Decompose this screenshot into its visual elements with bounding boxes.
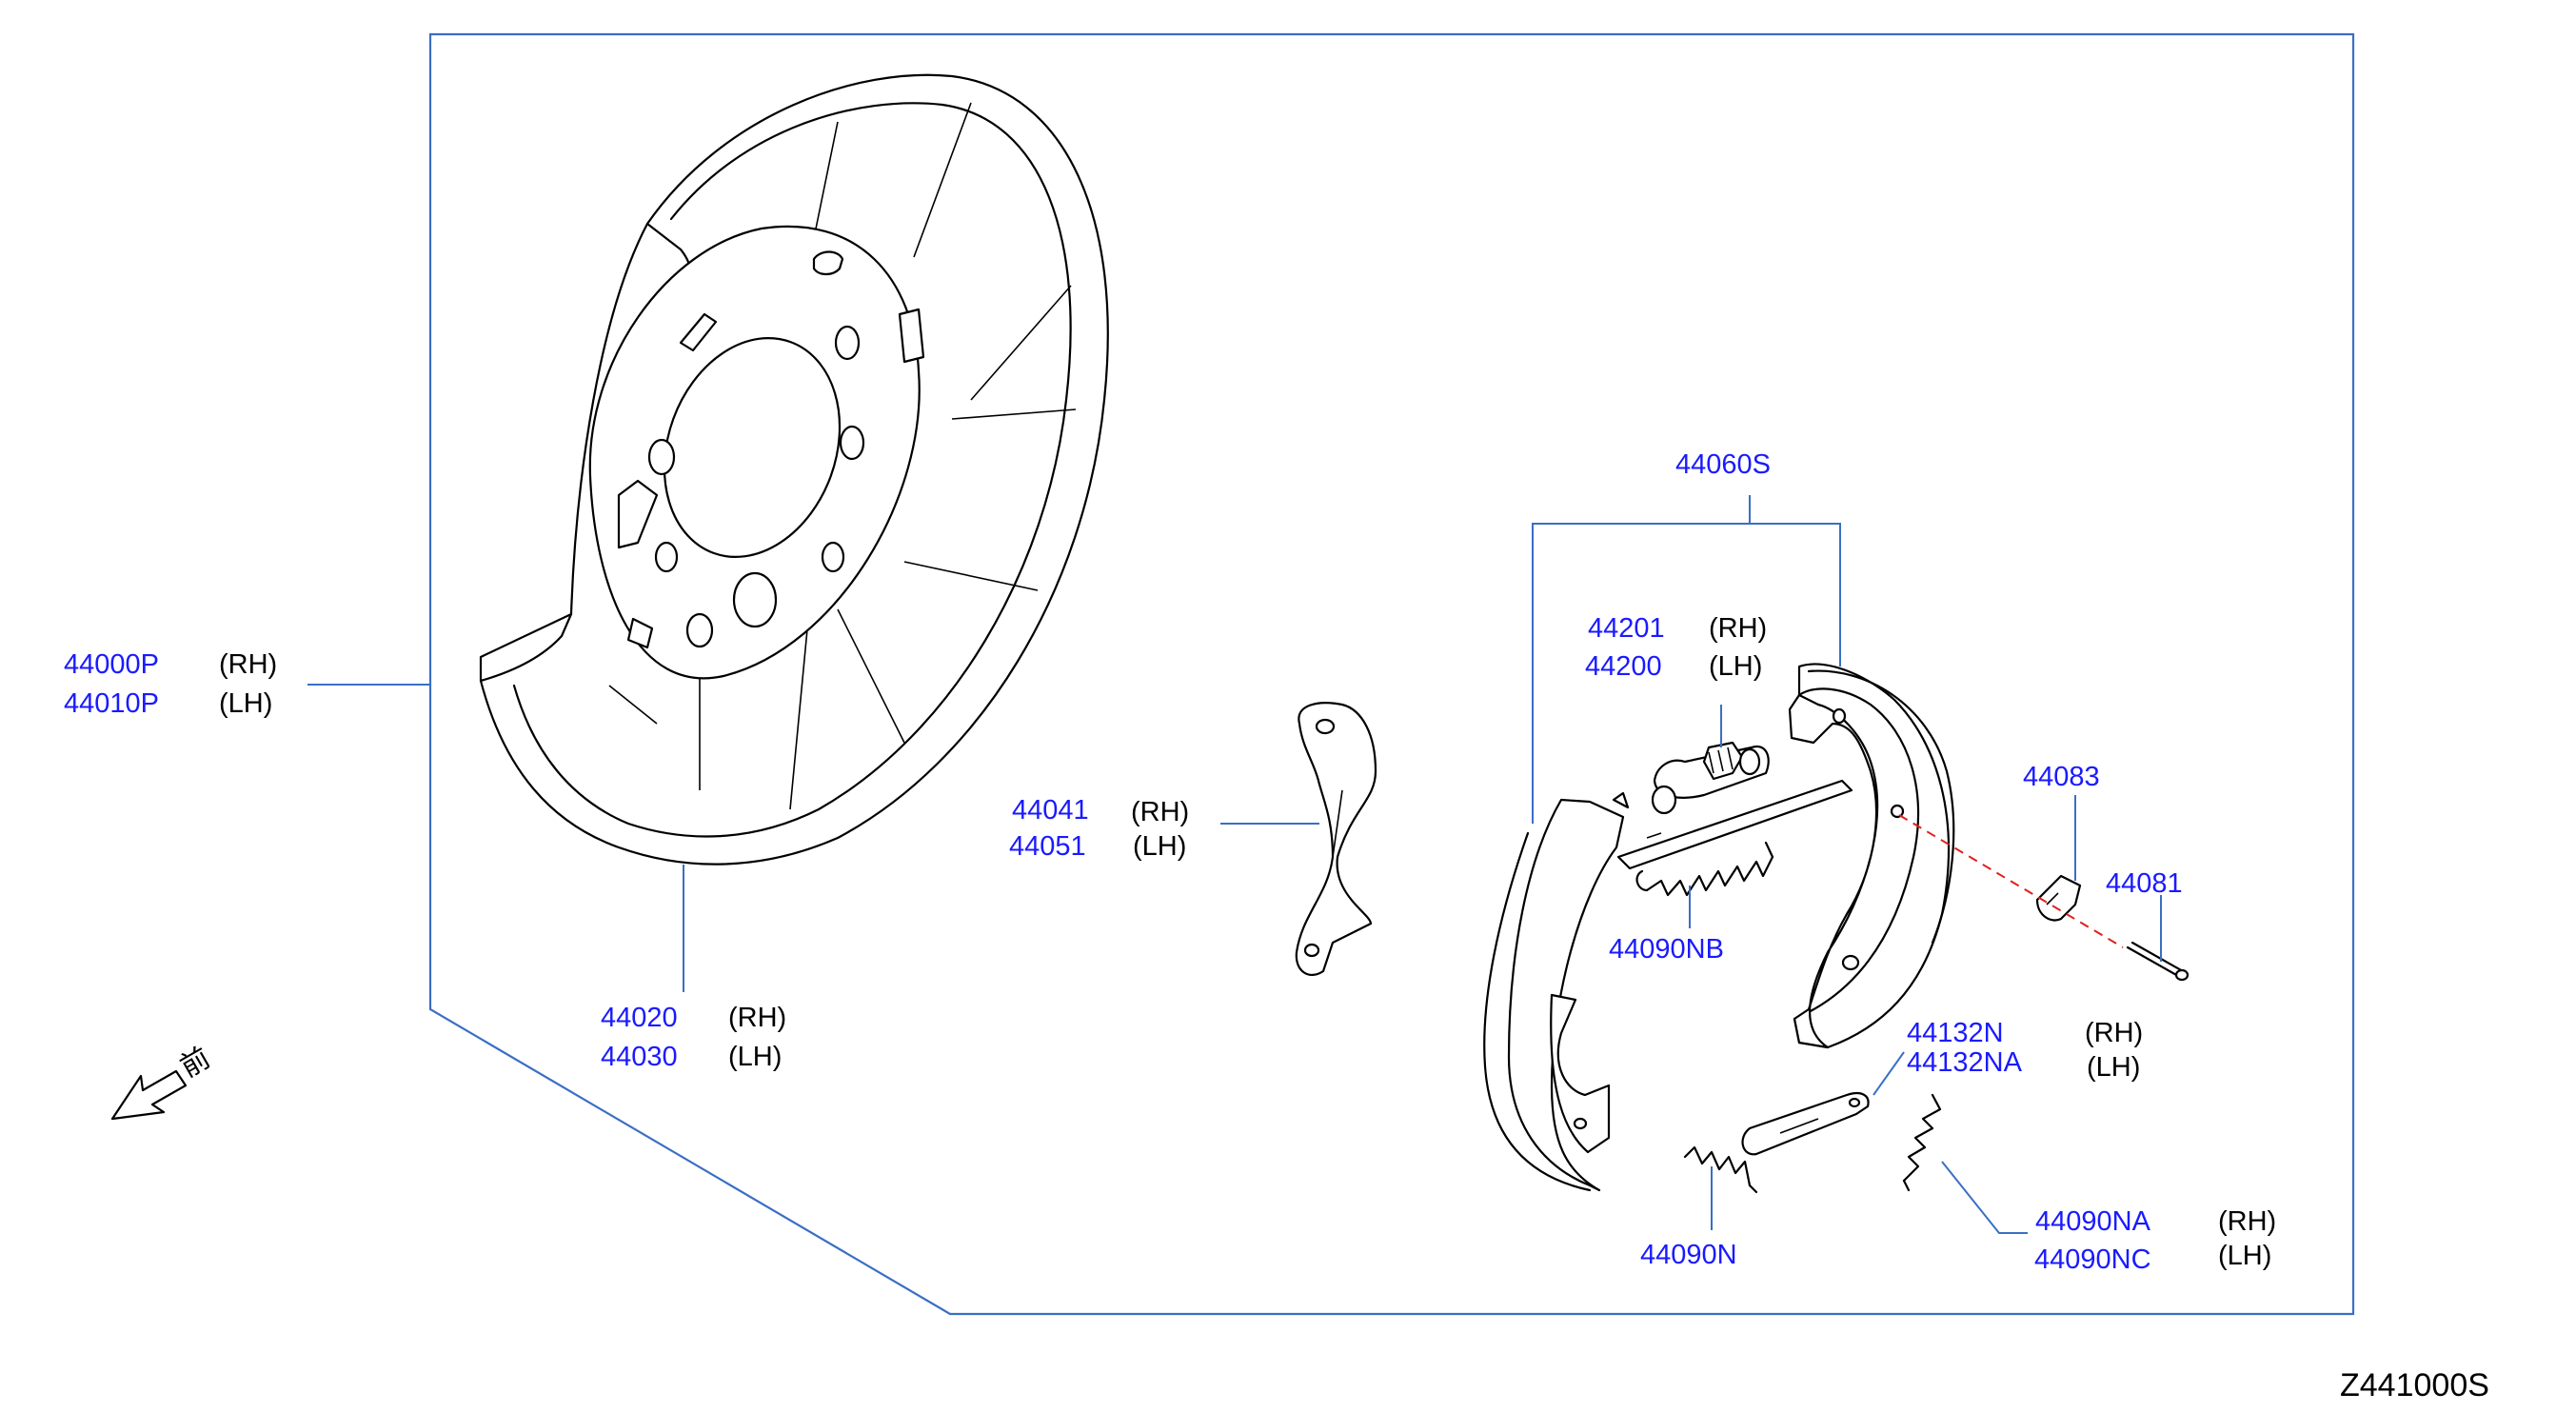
pn-44200[interactable]: 44200 bbox=[1585, 651, 1662, 682]
pn-44041[interactable]: 44041 bbox=[1012, 795, 1089, 826]
lever-drawing bbox=[1295, 702, 1377, 976]
tag-44090na: (RH) bbox=[2218, 1206, 2276, 1237]
pn-44060s[interactable]: 44060S bbox=[1675, 449, 1771, 480]
tag-44010p: (LH) bbox=[219, 688, 272, 719]
tag-44132n: (RH) bbox=[2085, 1018, 2143, 1048]
pn-44083[interactable]: 44083 bbox=[2023, 762, 2100, 792]
leader-spring-na bbox=[1941, 1161, 2028, 1234]
leader-strut bbox=[1873, 1051, 1905, 1096]
strut-drawing bbox=[1741, 1091, 1870, 1156]
tag-44020: (RH) bbox=[728, 1003, 786, 1033]
pn-44030[interactable]: 44030 bbox=[601, 1042, 678, 1072]
tag-44030: (LH) bbox=[728, 1042, 782, 1072]
adjuster-drawing bbox=[1651, 741, 1770, 815]
spring-nb-drawing bbox=[1635, 841, 1774, 897]
pin-drawing bbox=[2126, 941, 2190, 982]
pn-44090nb[interactable]: 44090NB bbox=[1609, 934, 1724, 965]
tag-44200: (LH) bbox=[1709, 651, 1762, 682]
tag-44090nc: (LH) bbox=[2218, 1241, 2271, 1271]
leader-shoe-set bbox=[1532, 495, 1841, 824]
left-shoe-drawing bbox=[1483, 791, 1630, 1192]
pn-44132n[interactable]: 44132N bbox=[1907, 1018, 2004, 1048]
diagram-code: Z441000S bbox=[2340, 1367, 2489, 1403]
clip-drawing bbox=[2035, 874, 2082, 922]
pn-44201[interactable]: 44201 bbox=[1588, 613, 1665, 644]
tag-44051: (LH) bbox=[1133, 831, 1186, 862]
pn-44090nc[interactable]: 44090NC bbox=[2034, 1244, 2151, 1275]
pn-44020[interactable]: 44020 bbox=[601, 1003, 678, 1033]
assembly-frame bbox=[428, 32, 2355, 1316]
tag-44000p: (RH) bbox=[219, 649, 277, 680]
pn-44081[interactable]: 44081 bbox=[2106, 868, 2183, 899]
tag-44041: (RH) bbox=[1131, 797, 1189, 827]
strut-rod-drawing bbox=[1616, 779, 1853, 870]
assembly-guide-line bbox=[1898, 814, 2124, 948]
pn-44051[interactable]: 44051 bbox=[1009, 831, 1086, 862]
tag-44201: (RH) bbox=[1709, 613, 1767, 644]
pn-44132na[interactable]: 44132NA bbox=[1907, 1047, 2023, 1078]
tag-44132na: (LH) bbox=[2087, 1052, 2140, 1083]
pn-44090n[interactable]: 44090N bbox=[1640, 1240, 1737, 1270]
spring-na-drawing bbox=[1902, 1093, 1942, 1192]
pn-44000p[interactable]: 44000P bbox=[64, 649, 159, 680]
front-direction-arrow-icon bbox=[110, 1069, 188, 1121]
pn-44010p[interactable]: 44010P bbox=[64, 688, 159, 719]
right-shoe-drawing bbox=[1788, 663, 1955, 1049]
pn-44090na[interactable]: 44090NA bbox=[2035, 1206, 2151, 1237]
backing-plate-drawing bbox=[479, 73, 1109, 866]
spring-n-drawing bbox=[1683, 1145, 1758, 1194]
